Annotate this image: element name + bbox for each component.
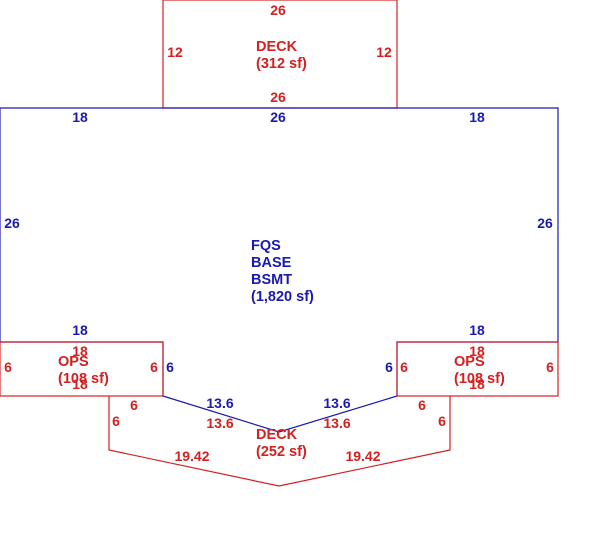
bottom-deck-outline bbox=[108, 396, 451, 487]
ops-left-area: (108 sf) bbox=[58, 371, 109, 387]
bottom-deck-dim-top-left: 13.6 bbox=[206, 415, 233, 431]
base-area: (1,820 sf) bbox=[251, 289, 314, 305]
bottom-deck-name: DECK bbox=[256, 427, 298, 443]
base-dim-angle-left: 13.6 bbox=[206, 395, 233, 411]
top-deck-dim-left: 12 bbox=[167, 44, 183, 60]
base-dim-top-left: 18 bbox=[72, 109, 88, 125]
ops-right-dim-bottom: 18 bbox=[469, 376, 485, 392]
bottom-deck-dim-left-b: 6 bbox=[112, 413, 120, 429]
base-dim-bottom-left: 18 bbox=[72, 322, 88, 338]
base-dim-top-center: 26 bbox=[270, 109, 286, 125]
base-dim-notch-right: 6 bbox=[385, 359, 393, 375]
ops-left-dim-right: 6 bbox=[150, 359, 158, 375]
ops-left-dim-top: 18 bbox=[72, 343, 88, 359]
bottom-deck-dim-right-a: 6 bbox=[418, 397, 426, 413]
base-name-line1: FQS bbox=[251, 238, 281, 254]
top-deck-dim-right: 12 bbox=[376, 44, 392, 60]
top-deck-area: (312 sf) bbox=[256, 56, 307, 72]
bottom-deck-dim-bottom-left: 19.42 bbox=[174, 448, 209, 464]
bottom-deck-area: (252 sf) bbox=[256, 444, 307, 460]
ops-left-dim-left: 6 bbox=[4, 359, 12, 375]
bottom-deck-dim-left-a: 6 bbox=[130, 397, 138, 413]
ops-left-name: OPS bbox=[58, 354, 89, 370]
base-name-line2: BASE bbox=[251, 255, 292, 271]
bottom-deck-dim-bottom-right: 19.42 bbox=[345, 448, 380, 464]
base-name-line3: BSMT bbox=[251, 272, 292, 288]
top-deck-name: DECK bbox=[256, 39, 298, 55]
ops-right-area: (108 sf) bbox=[454, 371, 505, 387]
ops-left-dim-bottom: 18 bbox=[72, 376, 88, 392]
base-dim-right: 26 bbox=[537, 215, 553, 231]
bottom-deck-dim-top-right: 13.6 bbox=[323, 415, 350, 431]
top-deck-dim-top: 26 bbox=[270, 2, 286, 18]
ops-right-dim-top: 18 bbox=[469, 343, 485, 359]
ops-right-dim-right: 6 bbox=[546, 359, 554, 375]
base-dim-bottom-right: 18 bbox=[469, 322, 485, 338]
top-deck-dim-bottom: 26 bbox=[270, 89, 286, 105]
ops-right-name: OPS bbox=[454, 354, 485, 370]
bottom-deck-dim-right-b: 6 bbox=[438, 413, 446, 429]
ops-left-outline bbox=[0, 341, 164, 397]
base-dim-angle-right: 13.6 bbox=[323, 395, 350, 411]
base-dim-notch-left: 6 bbox=[166, 359, 174, 375]
base-dim-top-right: 18 bbox=[469, 109, 485, 125]
ops-right-dim-left: 6 bbox=[400, 359, 408, 375]
base-dim-left: 26 bbox=[4, 215, 20, 231]
ops-right-outline bbox=[396, 341, 559, 397]
